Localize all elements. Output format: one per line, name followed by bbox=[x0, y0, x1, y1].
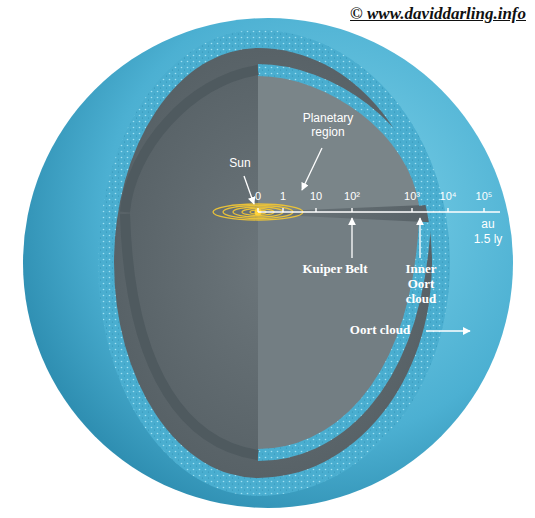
upper-lobe bbox=[258, 70, 425, 212]
axis-tick-label: 10² bbox=[344, 190, 360, 203]
cut-face bbox=[114, 48, 432, 478]
axis-unit: 1.5 ly bbox=[474, 233, 503, 247]
watermark: © www.daviddarling.info bbox=[350, 4, 526, 24]
axis-tick-label: 1 bbox=[280, 190, 286, 203]
axis-tick-label: 10 bbox=[310, 190, 322, 203]
lobe-shadow bbox=[125, 214, 258, 455]
axis-tick-label: 10⁴ bbox=[440, 190, 457, 203]
inner-cloud-band bbox=[258, 222, 425, 455]
region-label: Inner Oort cloud bbox=[399, 262, 443, 307]
lower-lobe bbox=[258, 214, 425, 455]
axis-tick-label: 0 bbox=[255, 190, 261, 203]
axis-tick-label: 10³ bbox=[404, 190, 420, 203]
object-label: Sun bbox=[229, 157, 250, 171]
region-label: Kuiper Belt bbox=[302, 262, 367, 277]
scale-axis bbox=[258, 208, 500, 212]
outer-sphere bbox=[23, 18, 513, 508]
axis-unit: au bbox=[481, 218, 494, 232]
inner-cloud-band bbox=[258, 70, 425, 205]
leader-lines bbox=[244, 148, 470, 331]
lobe-shadow bbox=[125, 70, 258, 212]
region-label: Oort cloud bbox=[350, 323, 410, 338]
axis-tick-label: 10⁵ bbox=[476, 190, 493, 203]
region-label: Planetary region bbox=[296, 112, 360, 140]
shell-cut bbox=[98, 30, 450, 496]
